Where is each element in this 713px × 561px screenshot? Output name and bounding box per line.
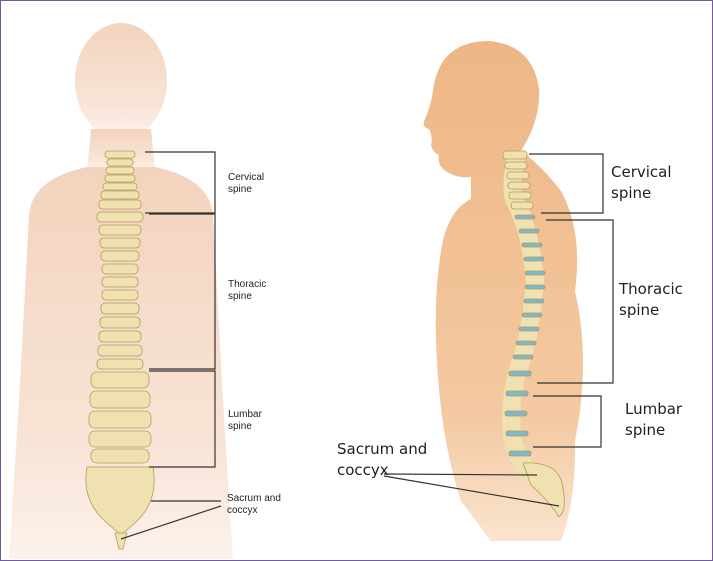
side-label-lumbar: Lumbar spine [625, 399, 682, 441]
side-view-body [424, 41, 583, 541]
back-label-sacrum: Sacrum and coccyx [227, 493, 281, 517]
back-label-lumbar: Lumbar spine [228, 409, 262, 433]
side-label-cervical: Cervical spine [611, 162, 672, 204]
side-label-thoracic: Thoracic spine [619, 279, 683, 321]
side-label-sacrum: Sacrum and coccyx [337, 439, 427, 481]
back-label-thoracic: Thoracic spine [228, 279, 266, 303]
back-label-cervical: Cervical spine [228, 172, 264, 196]
